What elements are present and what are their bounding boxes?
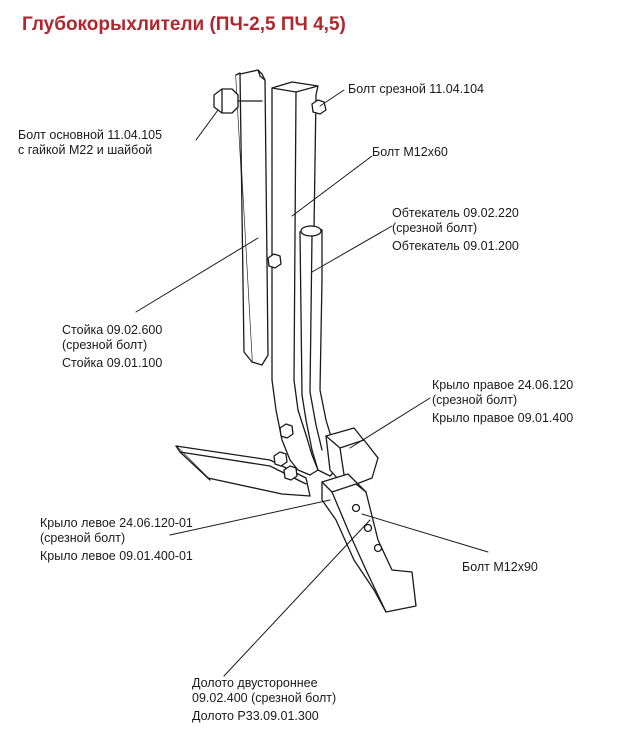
label-stand: Стойка 09.02.600 (срезной болт) Стойка 0…: [62, 323, 162, 371]
label-bolt-shear-text: Болт срезной 11.04.104: [348, 82, 484, 96]
label-stand-line1: Стойка 09.02.600: [62, 323, 163, 337]
label-wing-left-line1: Крыло левое 24.06.120-01: [40, 516, 193, 530]
bolt-shear-icon: [311, 99, 327, 115]
label-bolt-m12x90: Болт М12х90: [462, 560, 538, 575]
label-chisel: Долото двустороннее 09.02.400 (срезной б…: [192, 676, 336, 724]
label-bolt-m12x90-text: Болт М12х90: [462, 560, 538, 574]
label-fairing: Обтекатель 09.02.220 (срезной болт) Обте…: [392, 206, 519, 254]
bolt-lower-icon: [273, 423, 298, 481]
label-bolt-m12x60: Болт М12х60: [372, 145, 448, 160]
label-stand-line3: Стойка 09.01.100: [62, 356, 163, 370]
leader-lines: [135, 89, 489, 677]
chisel: [321, 473, 417, 613]
label-fairing-line2: (срезной болт): [392, 221, 478, 235]
right-wing: [325, 427, 379, 489]
label-bolt-main-line2: с гайкой М22 и шайбой: [18, 143, 153, 157]
left-wing: [175, 445, 311, 497]
bolt-m12x60-icon: [267, 253, 282, 269]
label-chisel-line2: 09.02.400 (срезной болт): [192, 691, 337, 705]
label-bolt-main: Болт основной 11.04.105 с гайкой М22 и ш…: [18, 128, 162, 158]
label-wing-left-line3: Крыло левое 09.01.400-01: [40, 549, 193, 563]
label-chisel-line3: Долото Р33.09.01.300: [192, 709, 319, 723]
label-stand-line2: (срезной болт): [62, 338, 148, 352]
label-wing-right-line3: Крыло правое 09.01.400: [432, 411, 574, 425]
bolt-main-icon: [213, 88, 263, 114]
label-chisel-line1: Долото двустороннее: [192, 676, 318, 690]
label-bolt-main-line1: Болт основной 11.04.105: [18, 128, 163, 142]
label-fairing-line1: Обтекатель 09.02.220: [392, 206, 519, 220]
label-wing-right-line1: Крыло правое 24.06.120: [432, 378, 574, 392]
label-wing-right-line2: (срезной болт): [432, 393, 518, 407]
label-bolt-m12x60-text: Болт М12х60: [372, 145, 448, 159]
page-title: Глубокорыхлители (ПЧ-2,5 ПЧ 4,5): [22, 14, 346, 35]
label-fairing-line3: Обтекатель 09.01.200: [392, 239, 519, 253]
label-wing-left: Крыло левое 24.06.120-01 (срезной болт) …: [40, 516, 193, 564]
label-wing-left-line2: (срезной болт): [40, 531, 126, 545]
label-wing-right: Крыло правое 24.06.120 (срезной болт) Кр…: [432, 378, 573, 426]
stand-rear-bar: [235, 69, 269, 366]
fairing: [299, 225, 337, 477]
label-bolt-shear: Болт срезной 11.04.104: [348, 82, 484, 97]
